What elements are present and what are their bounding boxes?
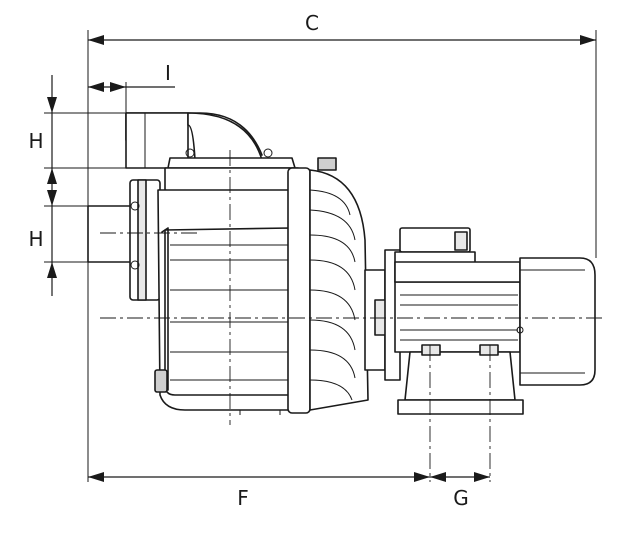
dimension-c-label: C	[305, 11, 319, 35]
dimension-c: C	[88, 11, 596, 45]
suction-flange	[87, 179, 161, 301]
dimension-f-label: F	[237, 486, 249, 510]
center-lines	[100, 150, 605, 482]
pump-volute	[287, 157, 369, 414]
dimension-g-label: G	[453, 486, 469, 510]
pump-assembly	[87, 112, 596, 415]
dimension-f: F	[88, 472, 430, 510]
strainer-housing-top	[164, 148, 301, 196]
motor-body	[394, 257, 596, 386]
extension-lines	[44, 30, 597, 482]
dimension-i-label: I	[165, 61, 171, 85]
dimension-g: G	[430, 472, 490, 510]
dimension-h-upper: H	[28, 75, 57, 184]
motor-foot	[397, 344, 524, 415]
dimension-h-lower: H	[28, 168, 57, 296]
strainer-basket	[154, 189, 301, 415]
dimension-h-upper-label: H	[28, 129, 43, 153]
dimension-i: I	[88, 61, 175, 92]
dimension-h-lower-label: H	[28, 227, 43, 251]
